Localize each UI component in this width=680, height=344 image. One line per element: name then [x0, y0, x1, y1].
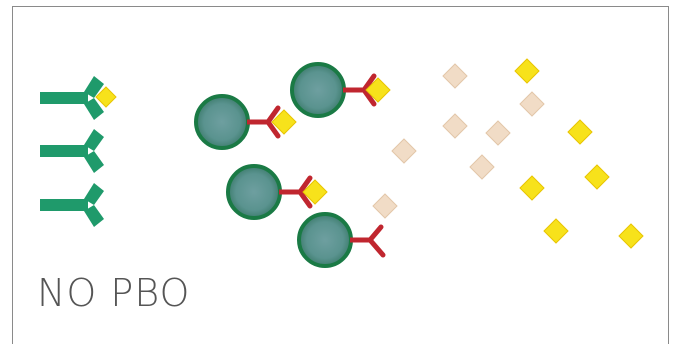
- receptor-icon: [247, 105, 281, 139]
- bead-icon: [226, 164, 282, 220]
- bead-icon: [194, 94, 250, 150]
- condition-label: NO PBO: [37, 271, 191, 315]
- ligand-icon: [302, 179, 328, 205]
- bead-icon: [290, 62, 346, 118]
- antibody-icon: [40, 183, 104, 227]
- antibody-icon: [40, 76, 117, 120]
- receptor-icon: [279, 175, 313, 209]
- diagram-frame: [12, 6, 669, 344]
- bead-icon: [297, 212, 353, 268]
- ligand-icon: [514, 58, 644, 249]
- ligand-icon: [365, 77, 391, 103]
- receptor-icon: [343, 73, 377, 107]
- receptor-icon: [350, 224, 386, 258]
- antibody-icon: [40, 129, 104, 173]
- inhibitor-icon: [372, 63, 545, 219]
- ligand-icon: [271, 109, 297, 135]
